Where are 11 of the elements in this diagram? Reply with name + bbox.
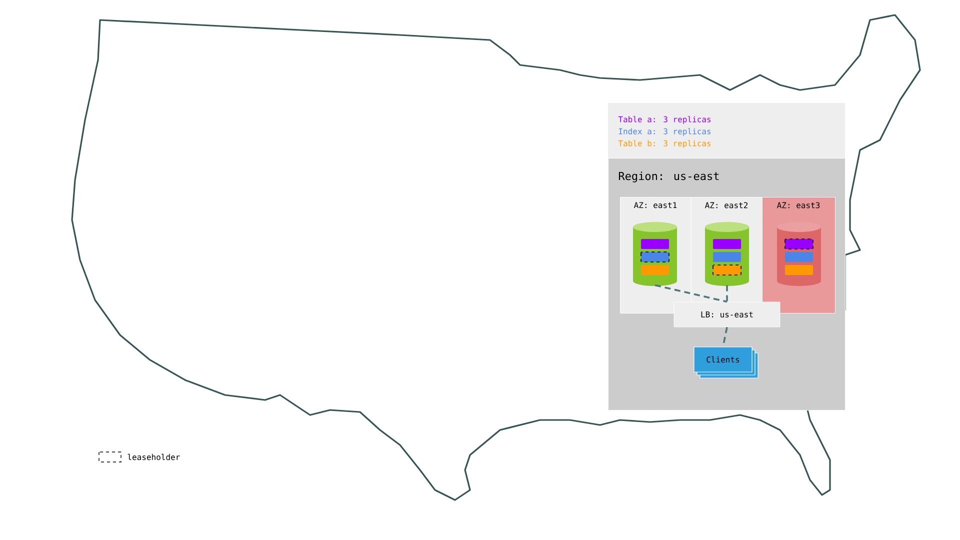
database-drawing [633, 222, 677, 286]
database-drawing [705, 222, 749, 286]
legend-text: Table a: 3 replicas [618, 116, 710, 124]
legend-text: Index a: 3 replicas [619, 128, 710, 136]
load-balancer-box: LB: us-east [674, 302, 780, 328]
legend-text: Table b: 3 replicas [618, 140, 710, 148]
connector-line [726, 285, 728, 302]
clients-stack: Clients [694, 346, 758, 378]
legend-text: leaseholder [128, 454, 180, 460]
database-drawing [777, 222, 821, 286]
connector-line [654, 284, 728, 303]
